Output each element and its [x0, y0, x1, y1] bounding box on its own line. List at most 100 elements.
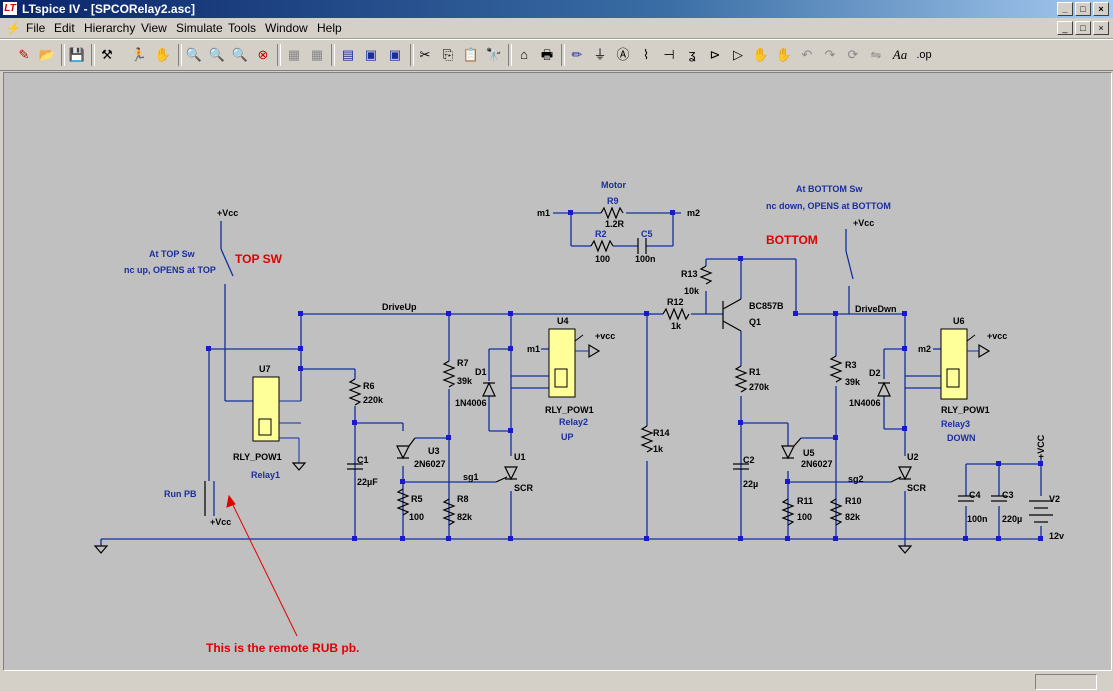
cut-icon[interactable]: ✂: [419, 47, 431, 62]
relays: [252, 328, 979, 463]
rotate-icon[interactable]: ⟳: [847, 47, 859, 62]
sg2-net: sg2: [848, 474, 864, 484]
minimize-button[interactable]: _: [1057, 2, 1073, 16]
diode-icon[interactable]: ⊳: [709, 47, 721, 62]
pan-icon[interactable]: 🔍: [208, 47, 226, 62]
c3-label: C3: [1002, 490, 1014, 500]
c1-value: 22µF: [357, 477, 378, 487]
print-icon[interactable]: 🖶: [540, 47, 554, 62]
u7-type: RLY_POW1: [233, 452, 282, 462]
r2-label: R2: [595, 229, 607, 239]
draw-wire-icon[interactable]: ✏: [571, 47, 583, 62]
zoom-fit-icon[interactable]: ⊗: [257, 47, 269, 62]
ltspice-app-icon[interactable]: LT: [3, 2, 17, 15]
close-button[interactable]: ×: [1093, 2, 1109, 16]
m1-net-a: m1: [537, 208, 550, 218]
doc-minimize-button[interactable]: _: [1057, 21, 1073, 35]
u2-label: U2: [907, 452, 919, 462]
component-icon[interactable]: ▷: [733, 47, 743, 62]
r13-value: 10k: [684, 286, 700, 296]
v2-label: V2: [1049, 494, 1060, 504]
tile-h-icon[interactable]: ▦: [287, 47, 301, 62]
cascade-icon[interactable]: ▤: [341, 47, 355, 62]
save-icon[interactable]: 💾: [68, 47, 86, 62]
zoom-out-icon[interactable]: 🔍: [231, 47, 249, 62]
undo-icon[interactable]: ↶: [801, 47, 813, 62]
r9-label: R9: [607, 196, 619, 206]
window-view-icon[interactable]: ▣: [364, 47, 378, 62]
r8-label: R8: [457, 494, 469, 504]
v2-value: 12v: [1049, 531, 1064, 541]
top-sw-label: TOP SW: [235, 252, 283, 266]
q1-type: BC857B: [749, 301, 784, 311]
r6-value: 220k: [363, 395, 384, 405]
move-icon[interactable]: ✋: [752, 47, 770, 62]
menu-simulate[interactable]: Simulate: [176, 21, 223, 35]
halt-icon[interactable]: ✋: [154, 47, 172, 62]
label-net-icon[interactable]: Ⓐ: [616, 47, 630, 62]
control-panel-icon[interactable]: ⚒: [101, 47, 113, 62]
r14-value: 1k: [653, 444, 664, 454]
maximize-button[interactable]: □: [1075, 2, 1091, 16]
new-schematic-icon[interactable]: ✎: [18, 47, 30, 62]
doc-restore-button[interactable]: □: [1075, 21, 1091, 35]
menu-view[interactable]: View: [141, 21, 167, 35]
r2-value: 100: [595, 254, 610, 264]
redo-icon[interactable]: ↷: [824, 47, 836, 62]
mirror-icon[interactable]: ⇋: [870, 47, 882, 62]
u4-label: U4: [557, 316, 569, 326]
c4-label: C4: [969, 490, 981, 500]
menu-tools[interactable]: Tools: [228, 21, 257, 35]
wires: [100, 212, 1042, 546]
u2-type: SCR: [907, 483, 927, 493]
text-icon[interactable]: Aa: [892, 47, 908, 62]
d2-label: D2: [869, 368, 881, 378]
doc-close-button[interactable]: ×: [1093, 21, 1109, 35]
open-folder-icon[interactable]: 📂: [38, 47, 56, 62]
find-icon[interactable]: 🔭: [485, 47, 503, 62]
u4-type: RLY_POW1: [545, 405, 594, 415]
waveform-icon[interactable]: ▣: [388, 47, 402, 62]
menu-help[interactable]: Help: [317, 21, 342, 35]
r14-label: R14: [653, 428, 670, 438]
u6-type: RLY_POW1: [941, 405, 990, 415]
zoom-in-icon[interactable]: 🔍: [185, 47, 203, 62]
r10-value: 82k: [845, 512, 861, 522]
sg1-net: sg1: [463, 472, 479, 482]
m2-net-a: m2: [687, 208, 700, 218]
menu-file[interactable]: File: [26, 21, 46, 35]
drag-icon[interactable]: ✋: [775, 47, 793, 62]
tile-v-icon[interactable]: ▦: [310, 47, 324, 62]
vcc-u4-label: +vcc: [595, 331, 615, 341]
vcc-u6-label: +vcc: [987, 331, 1007, 341]
run-pb-label: Run PB: [164, 489, 197, 499]
schematic-drawing: Motor R9 1.2R R2 100 C5 100n m1 m2 At TO…: [93, 180, 1064, 655]
run-icon[interactable]: 🏃: [130, 47, 148, 62]
vcc-v2-label: +VCC: [1036, 434, 1046, 459]
copy-icon[interactable]: ⎘: [442, 47, 454, 62]
r3-value: 39k: [845, 377, 861, 387]
ground-icon[interactable]: ⏚: [593, 47, 607, 62]
schematic-doc-icon[interactable]: ⚡: [6, 21, 21, 35]
r3-label: R3: [845, 360, 857, 370]
r5-label: R5: [411, 494, 423, 504]
menu-edit[interactable]: Edit: [54, 21, 75, 35]
inductor-icon[interactable]: ʓ: [688, 47, 696, 62]
schematic-canvas[interactable]: Motor R9 1.2R R2 100 C5 100n m1 m2 At TO…: [3, 72, 1112, 671]
remote-note-arrowhead: [226, 494, 236, 508]
paste-icon[interactable]: 📋: [462, 47, 480, 62]
r1-value: 270k: [749, 382, 770, 392]
c2-label: C2: [743, 455, 755, 465]
ohm-icon[interactable]: ⌂: [520, 47, 528, 62]
q1-label: Q1: [749, 317, 761, 327]
menu-window[interactable]: Window: [265, 21, 308, 35]
resistor-icon[interactable]: ⌇: [642, 47, 650, 62]
spice-directive-icon[interactable]: .op: [916, 49, 932, 61]
schematic-labels: Motor R9 1.2R R2 100 C5 100n m1 m2 At TO…: [124, 180, 1064, 655]
capacitor-icon[interactable]: ⊣: [663, 47, 675, 62]
motor-label: Motor: [601, 180, 626, 190]
menu-hierarchy[interactable]: Hierarchy: [84, 21, 136, 35]
bottom-label: BOTTOM: [766, 233, 818, 247]
vcc-bot-label: +Vcc: [853, 218, 874, 228]
m2-net-b: m2: [918, 344, 931, 354]
